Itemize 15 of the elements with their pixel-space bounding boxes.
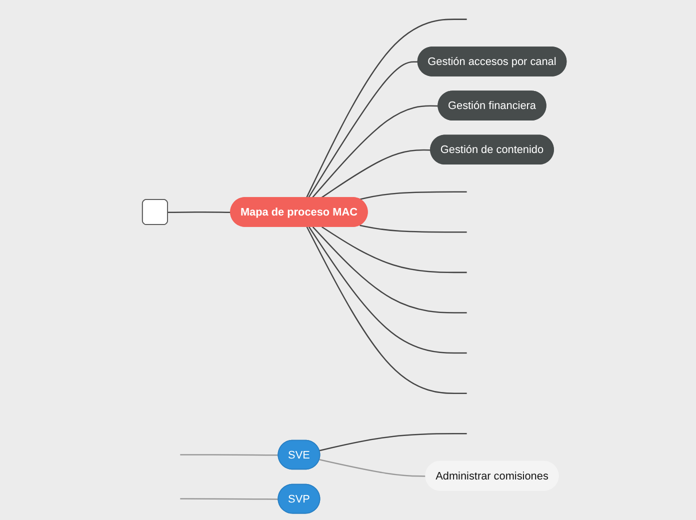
connector (306, 226, 467, 394)
connector (320, 149, 431, 198)
connector (360, 191, 467, 200)
connector (180, 454, 279, 456)
connector (319, 433, 467, 452)
connector (308, 61, 418, 198)
connector (308, 226, 467, 354)
connector (168, 212, 231, 214)
connector (306, 18, 467, 198)
connector (312, 105, 439, 198)
connector (180, 498, 279, 500)
connector (360, 224, 467, 233)
connector (321, 226, 467, 274)
connector (312, 226, 467, 314)
connector (319, 459, 426, 477)
